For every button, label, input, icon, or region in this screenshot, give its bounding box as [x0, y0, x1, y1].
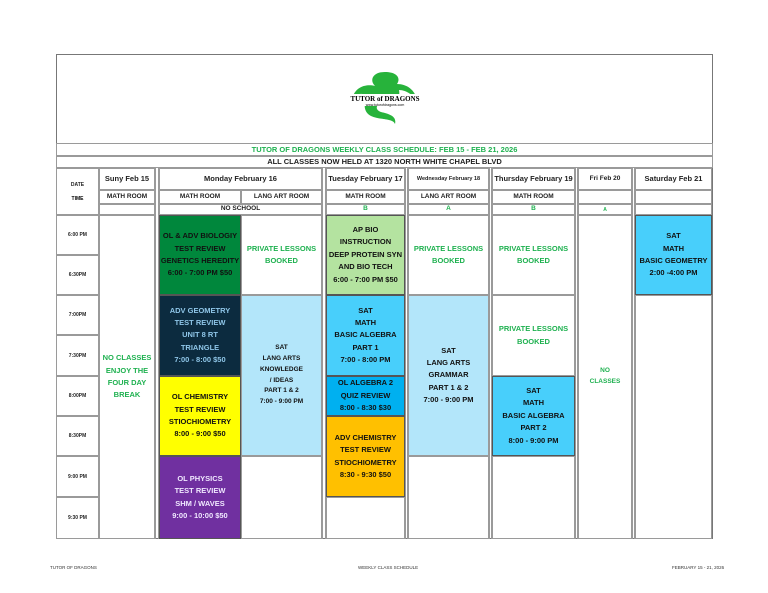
- time-slot: 6:00 PM: [56, 215, 99, 255]
- day-sat: Saturday Feb 21: [635, 168, 712, 190]
- empty-cell: [408, 456, 489, 539]
- time-slot: 9:00 PM: [56, 456, 99, 497]
- day-tue: Tuesday February 17: [326, 168, 405, 190]
- time-slot: 6:30PM: [56, 255, 99, 295]
- logo-url: www.tutorofdragons.com: [365, 103, 405, 107]
- divider: [322, 168, 326, 539]
- room-tue: MATH ROOM: [326, 190, 405, 204]
- time-slot: 8:00PM: [56, 376, 99, 416]
- divider: [489, 168, 492, 539]
- divider: [575, 168, 578, 539]
- divider: [405, 168, 408, 539]
- room-wed: LANG ART ROOM: [408, 190, 489, 204]
- time-slot: 7:00PM: [56, 295, 99, 335]
- footer-center: WEEKLY CLASS SCHEDULE: [358, 565, 419, 570]
- footer-right: FEBRUARY 15 - 21, 2026: [672, 565, 725, 570]
- time-slot: 9:30 PM: [56, 497, 99, 539]
- room-mon-lang: LANG ART ROOM: [241, 190, 322, 204]
- footer-left: TUTOR OF DRAGONS: [50, 565, 97, 570]
- time-slot: 8:30PM: [56, 416, 99, 456]
- room-thu: MATH ROOM: [492, 190, 575, 204]
- empty-cell: [492, 456, 575, 539]
- note-thu: B: [492, 204, 575, 215]
- note-sun: [99, 204, 155, 215]
- note-fri: A: [578, 204, 632, 215]
- day-wed: Wednesday February 18: [408, 168, 489, 190]
- divider: [155, 168, 159, 539]
- day-mon: Monday February 16: [159, 168, 322, 190]
- note-tue: B: [326, 204, 405, 215]
- note-mon: NO SCHOOL: [159, 204, 322, 215]
- day-fri: Fri Feb 20: [578, 168, 632, 190]
- logo-text: TUTOR of DRAGONS: [350, 95, 420, 103]
- date-label: DATE: [56, 168, 99, 215]
- time-label: TIME: [71, 196, 84, 202]
- room-sun: MATH ROOM: [99, 190, 155, 204]
- address-banner: ALL CLASSES NOW HELD AT 1320 NORTH WHITE…: [56, 156, 713, 168]
- room-fri: [578, 190, 632, 204]
- divider: [632, 168, 635, 539]
- schedule-title: TUTOR OF DRAGONS WEEKLY CLASS SCHEDULE: …: [56, 143, 713, 156]
- note-sat: [635, 204, 712, 215]
- time-slot: 7:30PM: [56, 335, 99, 376]
- room-sat: [635, 190, 712, 204]
- empty-cell: [635, 295, 712, 539]
- note-wed: A: [408, 204, 489, 215]
- empty-cell: [326, 497, 405, 539]
- empty-cell: [241, 456, 322, 539]
- logo: TUTOR of DRAGONS www.tutorofdragons.com: [345, 68, 425, 128]
- day-thu: Thursday February 19: [492, 168, 575, 190]
- room-mon-math: MATH ROOM: [159, 190, 241, 204]
- day-sun: Suny Feb 15: [99, 168, 155, 190]
